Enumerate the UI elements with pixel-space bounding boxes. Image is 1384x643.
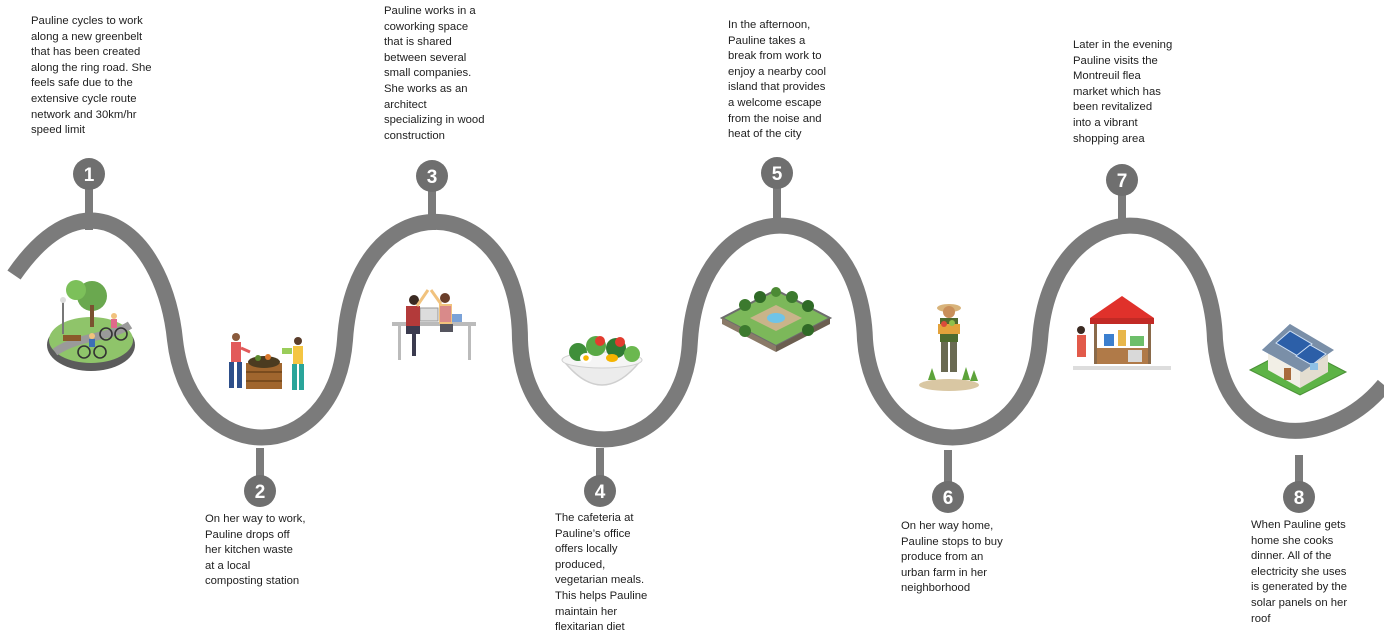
stem-1 [85,188,93,230]
step-badge-7: 7 [1106,164,1138,196]
step-badge-3: 3 [416,160,448,192]
step-badge-8: 8 [1283,481,1315,513]
step-1-description: Pauline cycles to work along a new green… [31,15,152,137]
step-number-3: 3 [427,167,438,188]
step-number-7: 7 [1117,171,1128,192]
step-number-1: 1 [84,165,95,186]
step-number-4: 4 [595,482,606,503]
stem-5 [773,188,781,228]
stem-4 [596,448,604,478]
step-badge-5: 5 [761,157,793,189]
step-badge-1: 1 [73,158,105,190]
stem-7 [1118,195,1126,233]
step-8-description: When Pauline gets home she cooks dinner.… [1251,519,1348,625]
step-7-description: Later in the evening Pauline visits the … [1073,39,1173,145]
step-6-description: On her way home, Pauline stops to buy pr… [901,520,1003,595]
step-number-5: 5 [772,164,783,185]
step-2-description: On her way to work, Pauline drops off he… [205,513,306,588]
step-4-description: The cafeteria at Pauline’s office offers… [555,512,648,634]
urban-farmer-icon [919,304,979,391]
stem-8 [1295,455,1303,487]
step-5-description: In the afternoon, Pauline takes a break … [728,19,826,141]
salad-bowl-icon [561,336,643,386]
step-badge-4: 4 [584,475,616,507]
stem-3 [428,188,436,230]
step-number-2: 2 [255,482,266,503]
coworking-icon [392,289,476,360]
park-island-icon [719,287,833,352]
solar-house-icon [1248,324,1348,396]
cyclists-park-icon [47,280,135,371]
step-number-6: 6 [943,488,954,509]
composting-icon [229,333,304,390]
step-number-8: 8 [1294,488,1305,509]
winding-path [7,212,1384,448]
stem-6 [944,450,952,486]
step-badge-6: 6 [932,481,964,513]
stem-2 [256,448,264,478]
step-3-description: Pauline works in a coworking space that … [384,5,485,142]
step-badge-2: 2 [244,475,276,507]
market-stall-icon [1073,296,1171,370]
